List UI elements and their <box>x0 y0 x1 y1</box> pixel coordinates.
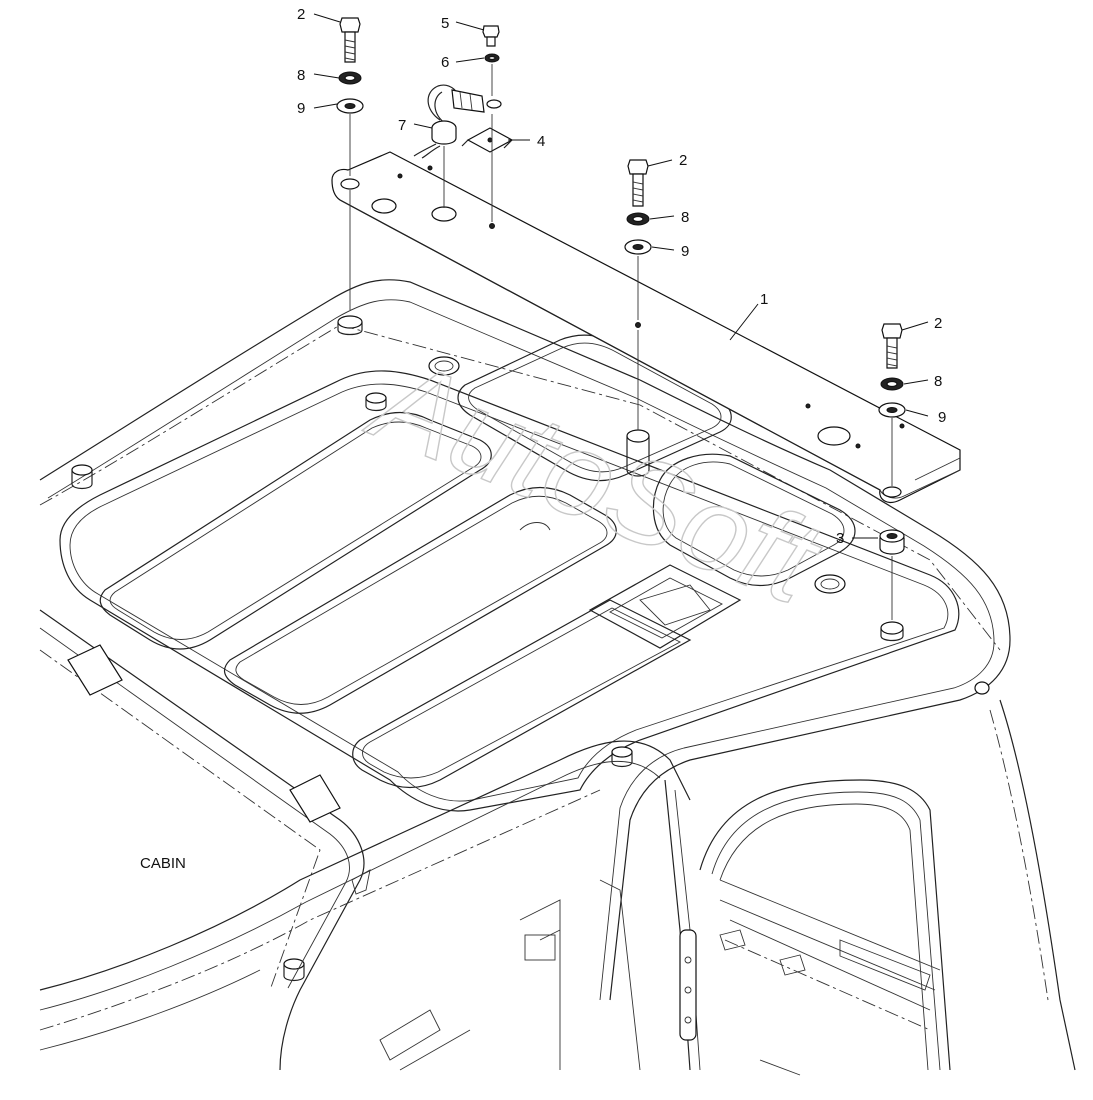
cabin-roof <box>39 279 1076 1076</box>
callout-labels: 2 8 9 5 6 7 4 2 8 9 1 2 8 9 3 <box>297 6 946 547</box>
roof-boss <box>283 958 305 982</box>
roof-boss <box>880 621 904 642</box>
callout-2: 2 <box>934 315 942 332</box>
callout-9: 9 <box>297 100 305 117</box>
flat-washer <box>624 239 652 255</box>
roof-grommet <box>814 574 846 594</box>
lock-washer <box>338 71 362 85</box>
bolt <box>627 159 649 207</box>
leader-lines <box>313 13 929 539</box>
callout-2: 2 <box>679 152 687 169</box>
callout-8: 8 <box>681 209 689 226</box>
callout-5: 5 <box>441 15 449 32</box>
roof-boss <box>611 746 633 768</box>
roof-boss <box>365 392 387 412</box>
bolt <box>339 17 361 63</box>
roof-grommet <box>428 356 460 376</box>
lock-washer <box>880 377 904 391</box>
lock-washer <box>626 212 650 226</box>
callout-1: 1 <box>760 291 768 308</box>
callout-9: 9 <box>938 409 946 426</box>
spacer <box>879 529 905 555</box>
harness-connector <box>413 84 502 159</box>
callout-3: 3 <box>836 530 844 547</box>
bolt-small <box>482 25 500 47</box>
roof-boss <box>974 681 990 695</box>
callout-4: 4 <box>537 133 545 150</box>
flat-washer <box>336 98 364 114</box>
callout-9: 9 <box>681 243 689 260</box>
flat-washer <box>878 402 906 418</box>
roof-bracket-plate <box>331 151 961 503</box>
assembly-lines <box>349 64 893 620</box>
roof-boss <box>71 464 93 490</box>
cabin-label: CABIN <box>140 855 186 872</box>
callout-2: 2 <box>297 6 305 23</box>
lock-washer-small <box>484 53 500 63</box>
callout-7: 7 <box>398 117 406 134</box>
harness-clip <box>461 127 514 153</box>
callout-8: 8 <box>934 373 942 390</box>
bolt <box>881 323 903 369</box>
callout-6: 6 <box>441 54 449 71</box>
roof-boss <box>337 315 363 336</box>
callout-8: 8 <box>297 67 305 84</box>
